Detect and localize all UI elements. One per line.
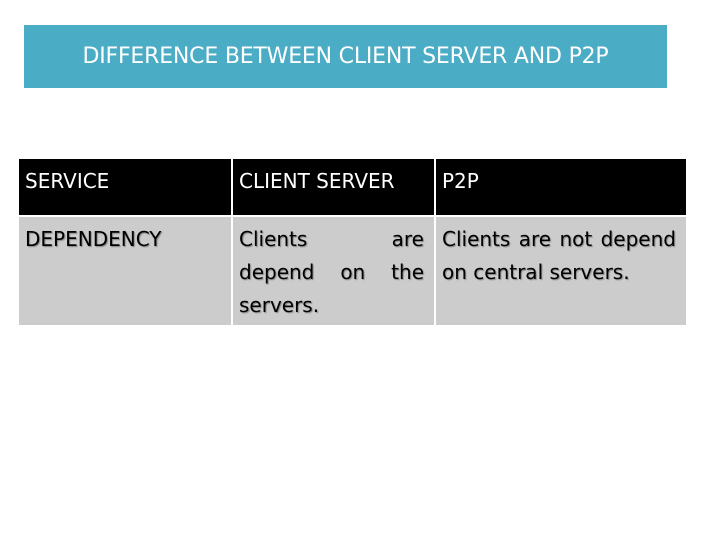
slide-title: DIFFERENCE BETWEEN CLIENT SERVER AND P2P — [82, 44, 609, 69]
row-label-dependency: DEPENDENCY — [17, 215, 233, 327]
header-client-server: CLIENT SERVER — [231, 157, 436, 217]
header-p2p: P2P — [434, 157, 688, 217]
cell-client-server-dependency: Clients are depend on the servers. — [231, 215, 436, 327]
comparison-table: SERVICE CLIENT SERVER P2P DEPENDENCY Cli… — [17, 157, 688, 327]
table-header-row: SERVICE CLIENT SERVER P2P — [17, 157, 688, 217]
table-row: DEPENDENCY Clients are depend on the ser… — [17, 215, 688, 327]
title-banner: DIFFERENCE BETWEEN CLIENT SERVER AND P2P — [24, 25, 667, 88]
header-service: SERVICE — [17, 157, 233, 217]
cell-p2p-dependency: Clients are not depend on central server… — [434, 215, 688, 327]
